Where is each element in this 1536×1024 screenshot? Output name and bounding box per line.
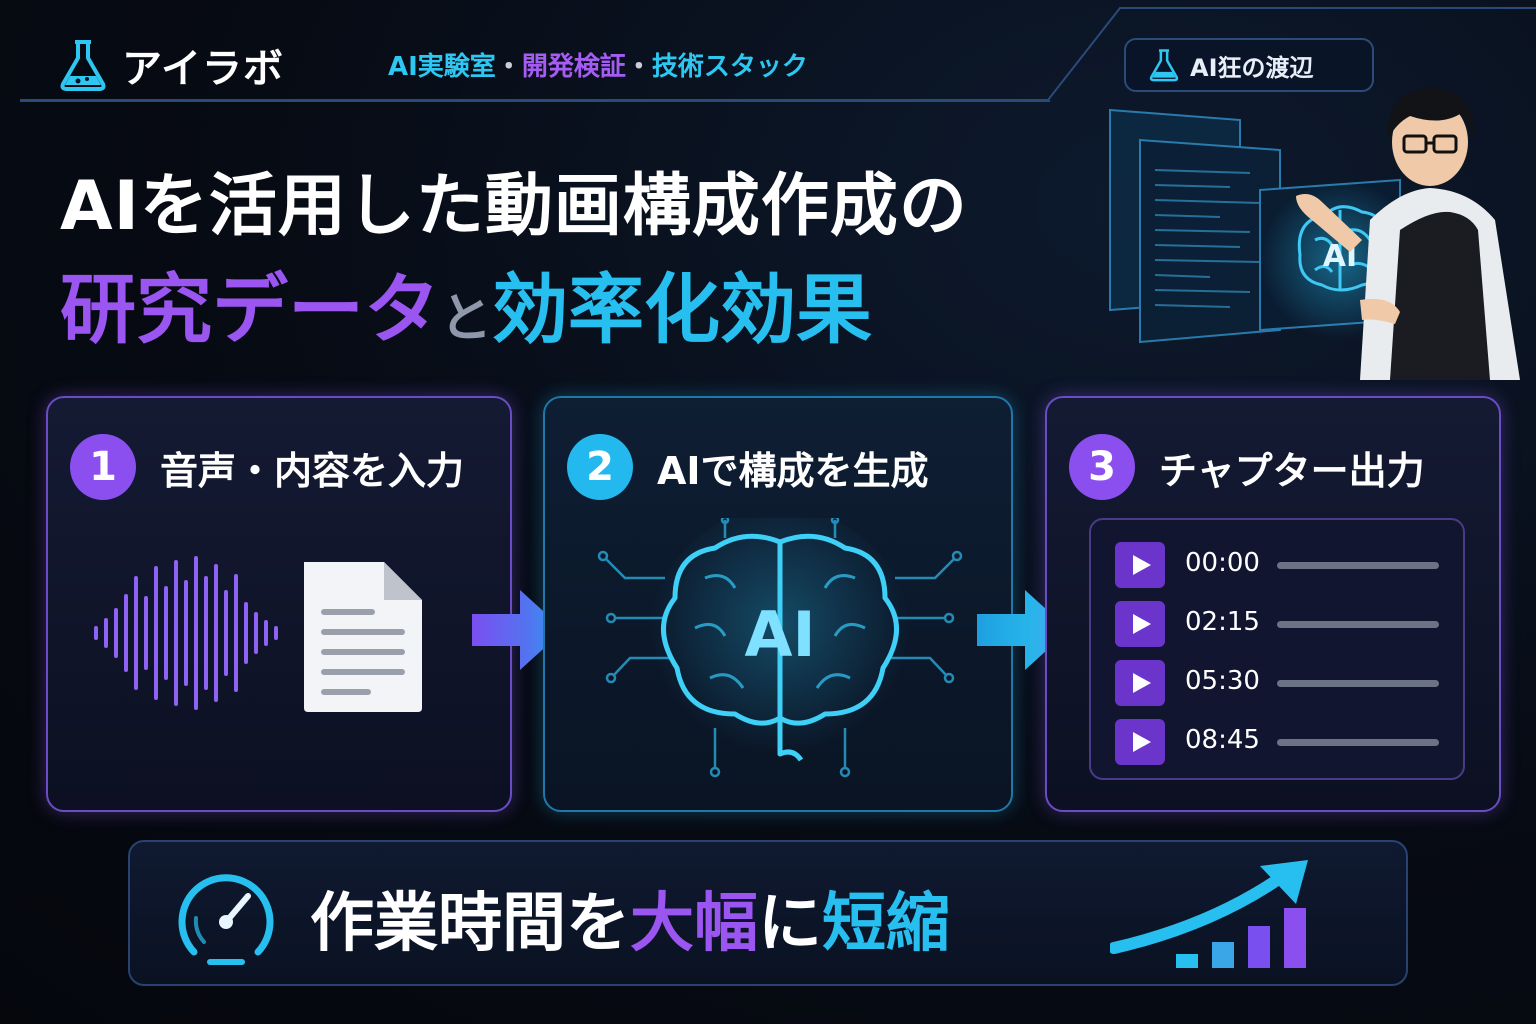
title-and: と	[440, 289, 493, 349]
title-efficiency-effect: 効率化効果	[492, 265, 873, 354]
flask-icon	[60, 40, 106, 91]
step-label-1: 音声・内容を入力	[160, 449, 465, 493]
brain-circuit-icon: AI	[597, 518, 963, 778]
title-research-data: 研究データ	[60, 265, 440, 354]
tagline-part-3: 技術スタック	[651, 52, 808, 82]
summary-banner: 作業時間を大幅に短縮	[128, 840, 1408, 986]
arrow-right-icon	[472, 590, 564, 670]
waveform-icon	[94, 556, 278, 710]
step-number-2: 2	[567, 434, 633, 500]
title-line-1: AIを活用した動画構成作成の	[60, 167, 968, 246]
chapter-time: 00:00	[1185, 548, 1260, 578]
author-badge[interactable]: AI狂の渡辺	[1124, 38, 1374, 92]
author-name: AI狂の渡辺	[1190, 53, 1314, 82]
logo[interactable]: アイラボ	[58, 36, 284, 94]
banner-part-1: 作業時間を	[310, 887, 630, 961]
chapter-title-placeholder	[1277, 621, 1439, 628]
header-frame-svg	[20, 7, 1536, 101]
banner-part-4: 短縮	[822, 887, 950, 961]
play-icon[interactable]	[1115, 542, 1165, 588]
chapter-time: 08:45	[1185, 725, 1260, 755]
play-icon[interactable]	[1115, 719, 1165, 765]
banner-part-3: に	[758, 887, 822, 961]
logo-text: アイラボ	[122, 46, 284, 92]
tagline-part-2: 開発検証	[521, 52, 626, 82]
chapter-row[interactable]: 08:45	[1115, 719, 1445, 765]
step-label-3: チャプター出力	[1159, 449, 1425, 493]
chapter-time: 02:15	[1185, 607, 1260, 637]
tagline-part-1: AI実験室	[388, 52, 496, 82]
chapter-title-placeholder	[1277, 562, 1439, 569]
tagline: AI実験室・開発検証・技術スタック	[388, 46, 808, 83]
chapter-title-placeholder	[1277, 739, 1439, 746]
chapter-title-placeholder	[1277, 680, 1439, 687]
step-number-3: 3	[1069, 434, 1135, 500]
banner-part-2: 大幅	[630, 887, 758, 961]
tagline-separator-1: ・	[495, 52, 522, 82]
step-number-1: 1	[70, 434, 136, 500]
play-icon[interactable]	[1115, 601, 1165, 647]
title-line-2: 研究データと効率化効果	[60, 248, 872, 358]
step-card-generate[interactable]: 2 AIで構成を生成	[543, 396, 1013, 812]
banner-text: 作業時間を大幅に短縮	[310, 872, 950, 964]
play-icon[interactable]	[1115, 660, 1165, 706]
chapter-row[interactable]: 00:00	[1115, 542, 1445, 588]
hero-illustration: AI	[1109, 88, 1520, 380]
chapter-list: 00:00 02:15 05:30 08:45	[1089, 518, 1465, 780]
step-label-2: AIで構成を生成	[657, 449, 929, 493]
document-icon	[304, 562, 422, 712]
chapter-time: 05:30	[1185, 666, 1260, 696]
tagline-separator-2: ・	[625, 52, 652, 82]
speedometer-icon	[178, 874, 274, 965]
step-card-input[interactable]: 1 音声・内容を入力	[46, 396, 512, 812]
brain-ai-label: AI	[744, 598, 815, 671]
flask-icon	[1149, 49, 1179, 82]
step-card-output[interactable]: 3 チャプター出力 00:00 02:15 05:30 08:45	[1045, 396, 1501, 812]
chapter-row[interactable]: 02:15	[1115, 601, 1445, 647]
growth-chart-icon	[1110, 860, 1308, 968]
character-figure	[1296, 88, 1520, 380]
chapter-row[interactable]: 05:30	[1115, 660, 1445, 706]
